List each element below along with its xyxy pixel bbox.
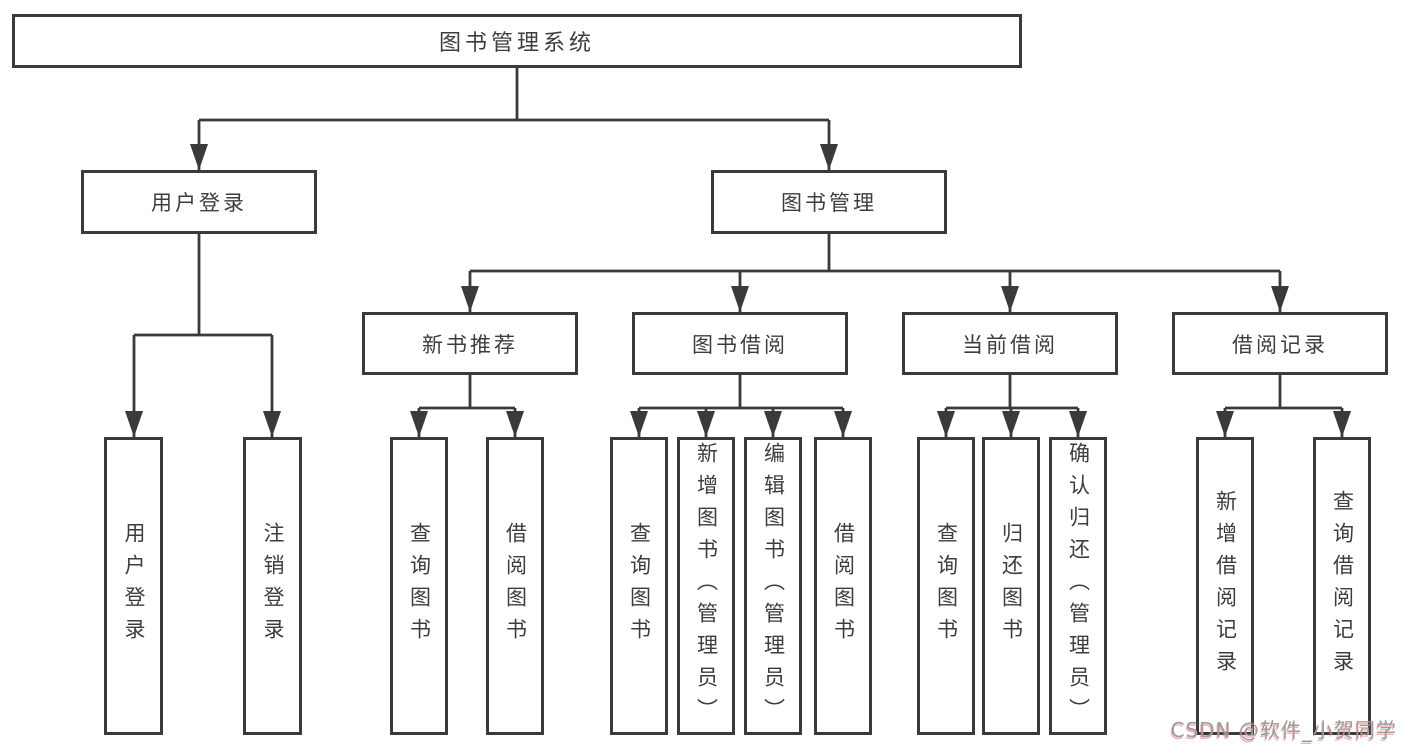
node-new-book-recommend-label: 新书推荐 — [422, 332, 518, 357]
node-leaf-add-book-admin: 新增图书（管理员） — [677, 437, 735, 735]
arrowhead — [731, 286, 749, 312]
node-leaf-confirm-return-admin: 确认归还（管理员） — [1049, 437, 1107, 735]
node-leaf-query-books-2: 查询图书 — [610, 437, 668, 735]
node-leaf-add-book-admin-label: 新增图书（管理员） — [694, 442, 719, 730]
node-borrowing-records: 借阅记录 — [1172, 312, 1388, 375]
arrowhead — [820, 144, 838, 170]
node-book-management-label: 图书管理 — [781, 191, 877, 215]
arrowhead — [125, 411, 143, 437]
connector-bookborrow-to-leaves — [637, 375, 845, 437]
node-current-borrowing-label: 当前借阅 — [962, 332, 1058, 357]
node-leaf-query-books-3: 查询图书 — [917, 437, 975, 735]
node-leaf-logout-label: 注销登录 — [261, 522, 285, 650]
arrowhead — [506, 411, 524, 437]
node-leaf-return-book-label: 归还图书 — [999, 522, 1024, 650]
node-leaf-query-books-3-label: 查询图书 — [934, 522, 959, 650]
node-current-borrowing: 当前借阅 — [902, 312, 1118, 375]
node-library-management-system-label: 图书管理系统 — [438, 31, 595, 56]
node-leaf-borrow-books-1: 借阅图书 — [486, 437, 544, 735]
node-leaf-user-login-label: 用户登录 — [122, 522, 146, 650]
arrowhead — [461, 286, 479, 312]
arrowhead — [1069, 411, 1087, 437]
node-user-login-label: 用户登录 — [151, 191, 247, 215]
arrowhead — [263, 411, 281, 437]
arrowheads — [125, 144, 1351, 437]
arrowhead — [937, 411, 955, 437]
arrowhead — [1333, 411, 1351, 437]
node-user-login: 用户登录 — [81, 170, 317, 234]
arrowhead — [1002, 411, 1020, 437]
node-leaf-edit-book-admin-label: 编辑图书（管理员） — [761, 442, 786, 730]
node-book-management: 图书管理 — [711, 170, 947, 234]
node-leaf-borrow-books-2: 借阅图书 — [814, 437, 872, 735]
arrowhead — [697, 411, 715, 437]
node-leaf-query-books-2-label: 查询图书 — [627, 522, 652, 650]
node-leaf-return-book: 归还图书 — [982, 437, 1040, 735]
arrowhead — [834, 411, 852, 437]
node-leaf-query-borrow-record: 查询借阅记录 — [1313, 437, 1371, 735]
arrowhead — [1271, 286, 1289, 312]
node-book-borrowing-label: 图书借阅 — [692, 332, 788, 357]
connector-lines — [132, 68, 1344, 437]
arrowhead — [630, 411, 648, 437]
connector-userlogin-to-leaves — [132, 234, 274, 437]
node-book-borrowing: 图书借阅 — [632, 312, 848, 375]
connector-root-to-level2 — [197, 68, 831, 170]
node-leaf-query-books-1: 查询图书 — [390, 437, 448, 735]
node-leaf-edit-book-admin: 编辑图书（管理员） — [744, 437, 802, 735]
node-library-management-system: 图书管理系统 — [12, 14, 1022, 68]
arrowhead — [190, 144, 208, 170]
node-new-book-recommend: 新书推荐 — [362, 312, 578, 375]
node-leaf-borrow-books-2-label: 借阅图书 — [831, 522, 856, 650]
node-borrowing-records-label: 借阅记录 — [1232, 332, 1328, 357]
node-leaf-confirm-return-admin-label: 确认归还（管理员） — [1066, 442, 1091, 730]
node-leaf-add-borrow-record: 新增借阅记录 — [1196, 437, 1254, 735]
arrowhead — [410, 411, 428, 437]
csdn-watermark: CSDN @软件_小贺同学 — [1170, 718, 1397, 742]
node-leaf-logout: 注销登录 — [243, 437, 302, 735]
connector-newbook-to-leaves — [417, 375, 517, 437]
arrowhead — [1216, 411, 1234, 437]
node-leaf-query-books-1-label: 查询图书 — [407, 522, 432, 650]
connector-records-to-leaves — [1223, 375, 1344, 437]
node-leaf-add-borrow-record-label: 新增借阅记录 — [1213, 490, 1238, 682]
node-leaf-query-borrow-record-label: 查询借阅记录 — [1330, 490, 1355, 682]
arrowhead — [1001, 286, 1019, 312]
arrowhead — [764, 411, 782, 437]
node-leaf-borrow-books-1-label: 借阅图书 — [503, 522, 528, 650]
node-leaf-user-login: 用户登录 — [104, 437, 163, 735]
connector-bookmgmt-to-level3 — [468, 234, 1282, 312]
